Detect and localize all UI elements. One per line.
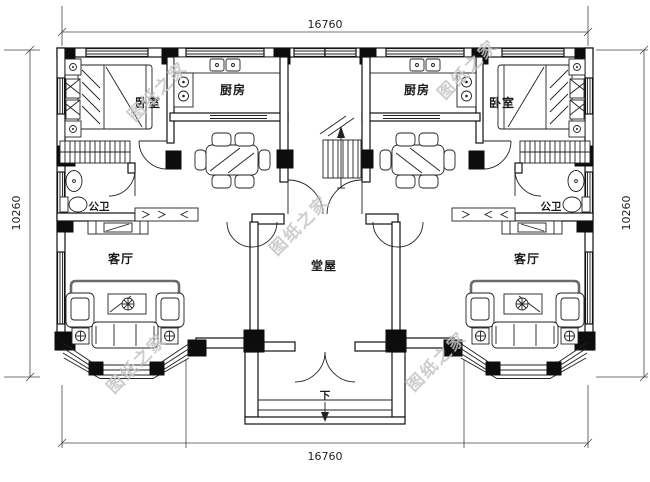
- window-top-bedroom: [85, 47, 149, 58]
- dimension-annotations: 16760 16760 10260: [4, 6, 649, 463]
- dim-left: 10260: [4, 45, 40, 382]
- room-label-living-left: 客厅: [107, 251, 134, 266]
- kitchen-south-wall: [169, 112, 289, 122]
- staircase: [319, 115, 362, 189]
- window-side-living: [56, 251, 66, 325]
- hall-cabinet: [134, 207, 199, 222]
- toilet-bowl: [68, 196, 88, 213]
- room-label-kitchen-right: 厨房: [404, 82, 430, 97]
- dim-top-value: 16760: [308, 18, 343, 31]
- column: [187, 339, 207, 357]
- column: [88, 361, 104, 376]
- hall-door-arc: [287, 179, 324, 215]
- bay-window: [62, 342, 191, 379]
- left-unit: [54, 47, 326, 418]
- entry-down-label: 下: [320, 390, 331, 402]
- dim-left-value: 10260: [10, 196, 23, 231]
- dim-bottom-value: 16760: [308, 450, 343, 463]
- porch-left: [244, 341, 326, 418]
- column: [243, 329, 265, 353]
- window-top-stair: [293, 47, 326, 58]
- dim-right: 10260: [596, 45, 649, 382]
- stair-wall: [279, 56, 289, 183]
- toilet-tank: [59, 196, 69, 213]
- window-top-kitchen: [185, 47, 265, 58]
- room-label-bedroom-left: 卧室: [135, 95, 161, 110]
- dim-top: 16760: [57, 6, 593, 46]
- tv-stand: [87, 220, 149, 235]
- watermark-text: 图纸之家: [265, 191, 334, 260]
- wardrobe-band: [59, 140, 131, 164]
- window-side-bedroom: [56, 77, 66, 115]
- chair: [211, 132, 232, 147]
- bedroom-door: [138, 140, 168, 170]
- column: [165, 150, 182, 170]
- hall-side-door-arc: [226, 221, 278, 248]
- room-label-living-right: 客厅: [513, 251, 540, 266]
- chair: [234, 132, 255, 147]
- dim-bottom: 16760: [57, 360, 593, 463]
- sofa: [91, 321, 159, 349]
- dining-table: [205, 144, 259, 176]
- stair-break-line: [319, 115, 347, 135]
- chair: [258, 149, 271, 171]
- room-label-hall: 堂屋: [311, 258, 337, 273]
- column: [149, 361, 165, 376]
- chair: [211, 174, 232, 189]
- room-labels: 厨房 厨房 卧室 卧室 公卫 公卫 客厅 客厅 堂屋 下: [89, 82, 562, 402]
- entrance-door-arc: [294, 351, 326, 383]
- hall-structure-left: [187, 179, 324, 357]
- kitchen-counter: [173, 56, 281, 108]
- sofa-set: [65, 279, 185, 349]
- dining-set: [194, 132, 271, 189]
- chair: [234, 174, 255, 189]
- bath-door-arc: [108, 169, 136, 197]
- column: [276, 149, 294, 169]
- bed: [64, 58, 153, 138]
- entrance-porch: [244, 399, 406, 425]
- dim-right-value: 10260: [620, 196, 633, 231]
- room-label-bath-left: 公卫: [89, 201, 110, 213]
- room-label-kitchen-left: 厨房: [220, 82, 246, 97]
- chair: [194, 149, 207, 171]
- right-unit: [323, 46, 597, 419]
- room-label-bedroom-right: 卧室: [489, 95, 515, 110]
- room-label-bath-right: 公卫: [541, 201, 562, 213]
